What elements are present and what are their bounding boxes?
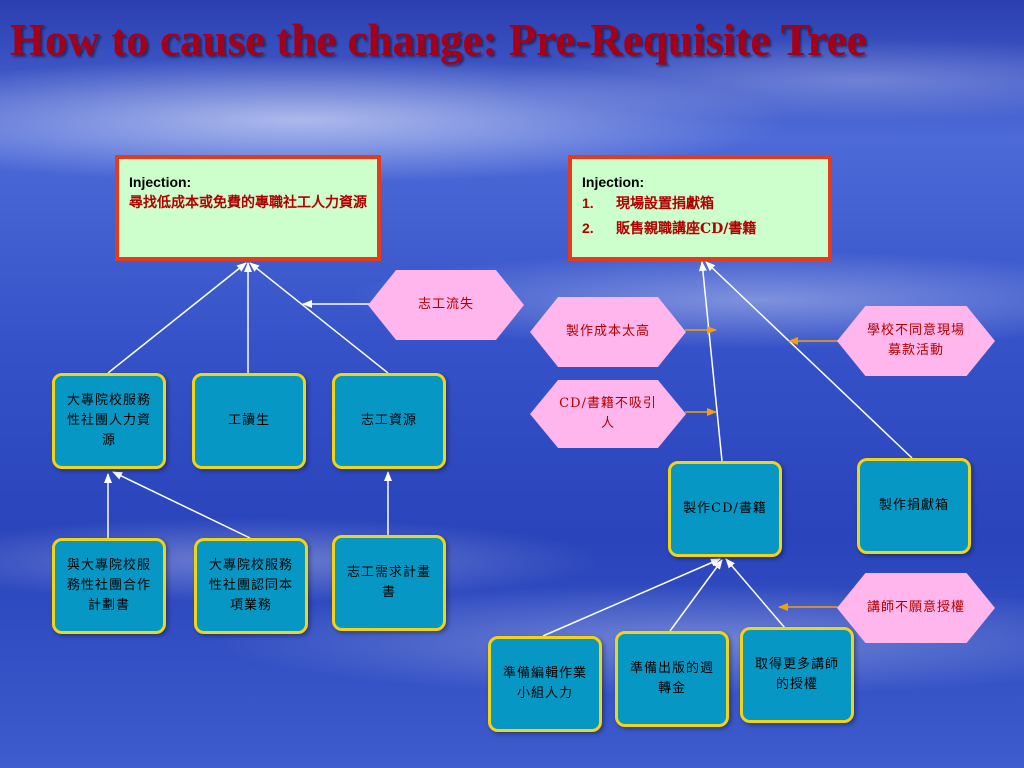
node-make-donation-box: 製作捐獻箱 — [857, 458, 971, 554]
obstacle-lecturer-unwilling: 講師不願意授權 — [837, 573, 995, 643]
injection-item-1: 1. 現場設置捐獻箱 — [582, 191, 818, 216]
link-recognition-to-university — [112, 471, 251, 539]
node-cooperation-plan: 與大專院校服務性社團合作計劃書 — [52, 538, 166, 634]
node-work-study: 工讀生 — [192, 373, 306, 469]
injection-box-left: Injection: 尋找低成本或免費的專職社工人力資源 — [115, 155, 381, 261]
node-club-recognition: 大專院校服務性社團認同本項業務 — [194, 538, 308, 634]
link-volunteer-to-injection — [249, 262, 389, 374]
item-number: 1. — [582, 195, 594, 211]
obstacle-volunteer-loss: 志工流失 — [368, 270, 524, 340]
injection-heading: Injection: — [582, 174, 645, 190]
link-donation-box-to-injection — [705, 261, 913, 459]
link-make-cd-to-injection — [698, 261, 723, 462]
obstacle-high-cost: 製作成本太高 — [530, 297, 686, 367]
node-lecturer-licenses: 取得更多講師的授權 — [740, 627, 854, 723]
link-funds-to-make-cd — [669, 559, 723, 632]
link-university-to-injection — [107, 262, 247, 374]
link-editors-to-make-cd — [542, 558, 721, 637]
item-text: 現場設置捐獻箱 — [616, 196, 714, 212]
injection-heading: Injection: — [129, 174, 192, 190]
node-volunteer-resources: 志工資源 — [332, 373, 446, 469]
obstacle-school-disagree: 學校不同意現場募款活動 — [837, 306, 995, 376]
injection-text: 尋找低成本或免費的專職社工人力資源 — [129, 195, 367, 211]
obstacle-unappealing-cd: CD/書籍不吸引人 — [530, 380, 686, 448]
item-text: 販售親職講座CD/書籍 — [616, 221, 757, 237]
injection-item-2: 2. 販售親職講座CD/書籍 — [582, 216, 818, 241]
node-volunteer-plan: 志工需求計畫書 — [332, 535, 446, 631]
injection-box-right: Injection: 1. 現場設置捐獻箱 2. 販售親職講座CD/書籍 — [568, 155, 832, 261]
link-licenses-to-make-cd — [725, 558, 786, 629]
item-number: 2. — [582, 220, 594, 236]
node-editorial-team: 準備編輯作業小組人力 — [488, 636, 602, 732]
slide-title: How to cause the change: Pre-Requisite T… — [10, 15, 867, 65]
node-working-capital: 準備出版的週轉金 — [615, 631, 729, 727]
node-make-cd-books: 製作CD/書籍 — [668, 461, 782, 557]
node-university-clubs: 大專院校服務性社團人力資源 — [52, 373, 166, 469]
